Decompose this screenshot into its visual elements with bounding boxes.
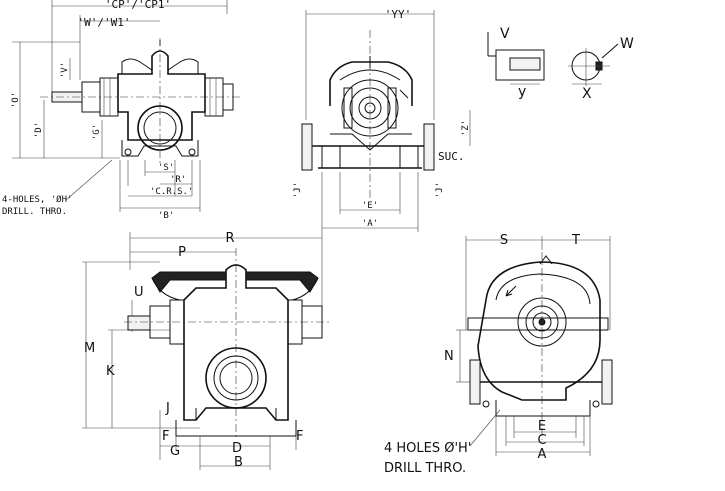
f-right-dimension-label: F: [296, 429, 303, 444]
g-dimension-label: 'G': [92, 124, 102, 140]
keyway-x-label: X: [582, 86, 592, 102]
u-dimension-label: U: [134, 285, 144, 300]
key-y-label: y: [518, 84, 526, 100]
holes-note-line2: DRILL. THRO.: [2, 207, 67, 217]
r-dimension-label-bottom: R: [225, 231, 234, 246]
w-dimension-label: 'W'/'W1': [78, 16, 131, 29]
crs-dimension-label: 'C.R.S.': [150, 187, 193, 197]
bottom-right-view: S T N E: [384, 233, 613, 476]
t-dimension-label: T: [571, 233, 580, 248]
holes-note-bottom-line1: 4 HOLES Ø'H': [384, 441, 471, 456]
c-dimension-label: C: [537, 433, 546, 448]
key-v-label: V: [500, 26, 510, 42]
v-dimension-label: 'V': [60, 62, 70, 78]
yy-dimension-label: 'YY': [385, 8, 412, 21]
g-dimension-label-bottom: G: [170, 444, 180, 459]
j-left-dimension-label: 'J': [293, 182, 303, 198]
j-right-dimension-label: 'J': [435, 182, 445, 198]
k-dimension-label: K: [106, 364, 115, 379]
holes-note-line1: 4-HOLES, 'ØH': [2, 194, 72, 205]
b-dimension-label-bottom: B: [234, 455, 243, 470]
bottom-left-view: R P M K U: [82, 231, 330, 470]
cp-dimension-label: 'CP'/'CP1': [105, 0, 171, 11]
top-left-view: 'CP'/'CP1' 'W'/'W1' 'O' 'D' 'V' 'G': [2, 0, 240, 221]
d-dimension-label-bottom: D: [232, 441, 242, 456]
suc-label: SUC.: [438, 150, 465, 163]
j-dimension-label: J: [165, 401, 170, 416]
o-dimension-label: 'O': [11, 92, 21, 108]
a-dimension-label: 'A': [362, 219, 378, 229]
n-dimension-label: N: [444, 349, 454, 364]
top-right-detail: V y W X: [487, 26, 634, 102]
s-dimension-label: 'S': [158, 163, 174, 173]
m-dimension-label: M: [84, 341, 95, 356]
r-dimension-label: 'R': [170, 175, 186, 185]
top-middle-view: 'YY' 'Z' SUC. 'J' 'J' 'E': [293, 8, 471, 232]
a-dimension-label-bottom: A: [538, 447, 547, 462]
z-dimension-label: 'Z': [461, 120, 471, 136]
holes-note-bottom-line2: DRILL THRO.: [384, 461, 466, 476]
p-dimension-label: P: [178, 245, 186, 260]
d-dimension-label: 'D': [34, 122, 44, 138]
e-dimension-label: 'E': [362, 201, 378, 211]
keyway-w-label: W: [620, 36, 634, 52]
s-dimension-label-bottom: S: [500, 233, 508, 248]
b-dimension-label: 'B': [158, 211, 174, 221]
f-left-dimension-label: F: [162, 429, 169, 444]
e-dimension-label-bottom: E: [538, 419, 546, 434]
